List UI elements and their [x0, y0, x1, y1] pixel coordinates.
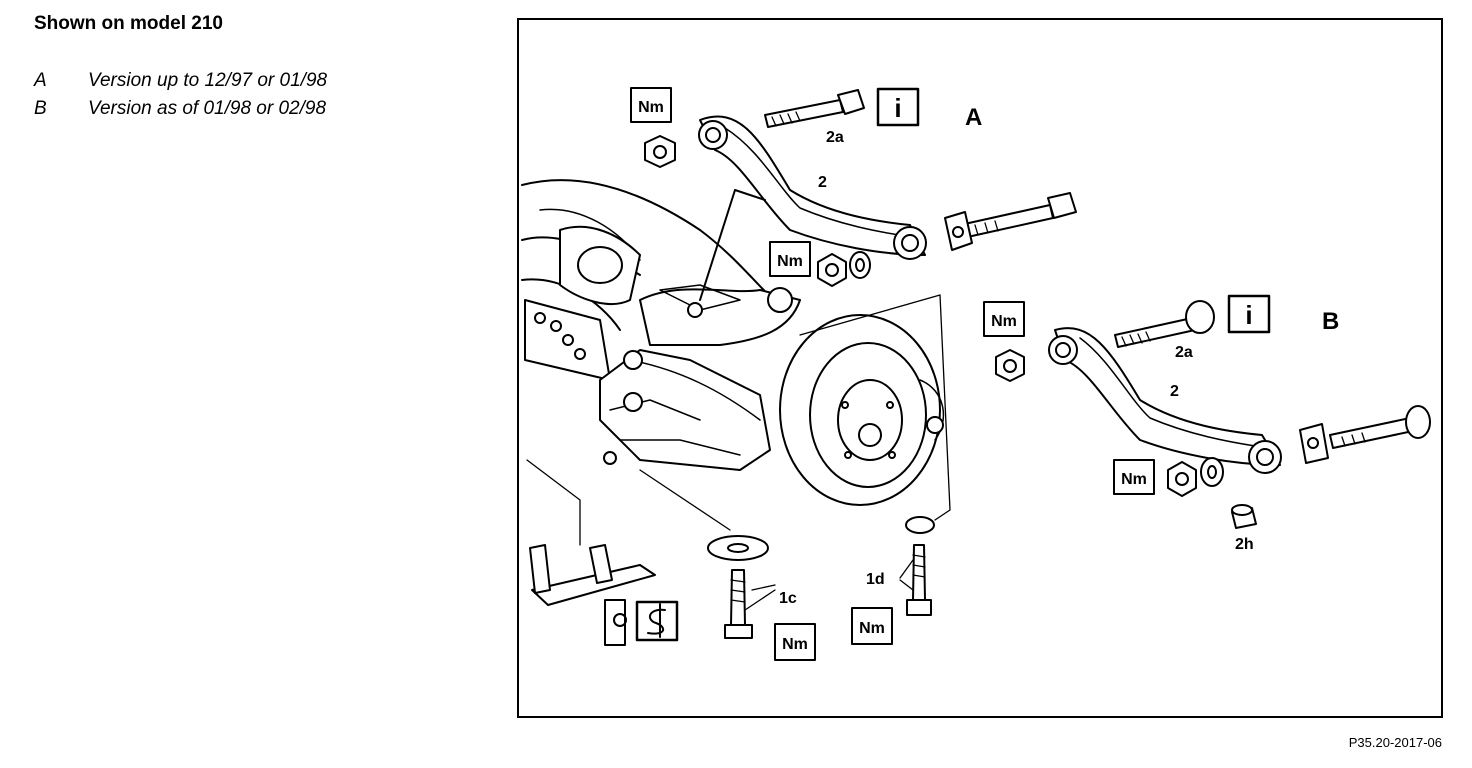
nut-a-left [644, 135, 676, 168]
version-legend: A Version up to 12/97 or 01/98 B Version… [34, 70, 327, 126]
version-b-label: B [1322, 308, 1339, 335]
part-label-1d: 1d [866, 571, 885, 588]
bushing-2h [1231, 504, 1257, 529]
part-label-2: 2 [818, 174, 827, 191]
control-arm-a [698, 115, 927, 260]
svg-text:Nm: Nm [777, 253, 803, 270]
torque-symbol: Nm [774, 623, 816, 661]
svg-text:Nm: Nm [859, 620, 885, 637]
svg-text:Nm: Nm [782, 636, 808, 653]
torque-symbol: Nm [769, 241, 811, 277]
diagram-frame [517, 18, 1443, 718]
legend-key: A [34, 70, 47, 91]
part-label-2h: 2h [1235, 536, 1254, 553]
legend-item-b: B Version as of 01/98 or 02/98 [34, 98, 327, 126]
svg-text:Nm: Nm [1121, 471, 1147, 488]
bolt-b-right [1299, 405, 1431, 464]
figure-reference: P35.20-2017-06 [1348, 735, 1442, 750]
bolt-2a-a [764, 89, 865, 128]
torque-symbol: Nm [983, 301, 1025, 337]
svg-text:i: i [1245, 300, 1252, 330]
control-arm-b [1048, 327, 1282, 474]
torque-symbol: Nm [1113, 459, 1155, 495]
legend-text: Version up to 12/97 or 01/98 [88, 70, 328, 91]
legend-item-a: A Version up to 12/97 or 01/98 [34, 70, 327, 98]
brake-disc-hub [779, 314, 945, 506]
legend-key: B [34, 98, 47, 119]
bolt-1c [707, 535, 776, 639]
bolt-2a-b [1114, 300, 1215, 348]
nut-washer-a-right [817, 251, 871, 287]
info-icon: i [876, 87, 920, 127]
bolt-a-right [944, 192, 1077, 251]
legend-text: Version as of 01/98 or 02/98 [88, 98, 327, 119]
svg-text:Nm: Nm [638, 99, 664, 116]
rear-axle-subframe [521, 179, 801, 471]
torque-symbol: Nm [630, 87, 672, 123]
special-tool-icon [635, 600, 679, 642]
part-label-2a: 2a [1175, 344, 1193, 361]
part-label-2: 2 [1170, 383, 1179, 400]
nut-washer-b-right [1167, 457, 1224, 497]
version-a-label: A [965, 104, 982, 131]
support-tool [529, 544, 656, 646]
page-heading: Shown on model 210 [34, 13, 223, 34]
bolt-1d [899, 516, 935, 616]
torque-symbol: Nm [851, 607, 893, 645]
part-label-1c: 1c [779, 590, 797, 607]
part-label-2a: 2a [826, 129, 844, 146]
svg-text:Nm: Nm [991, 313, 1017, 330]
nut-b-left [995, 349, 1025, 382]
info-icon: i [1227, 294, 1271, 334]
leader-lines [526, 294, 951, 546]
svg-text:i: i [894, 93, 901, 123]
